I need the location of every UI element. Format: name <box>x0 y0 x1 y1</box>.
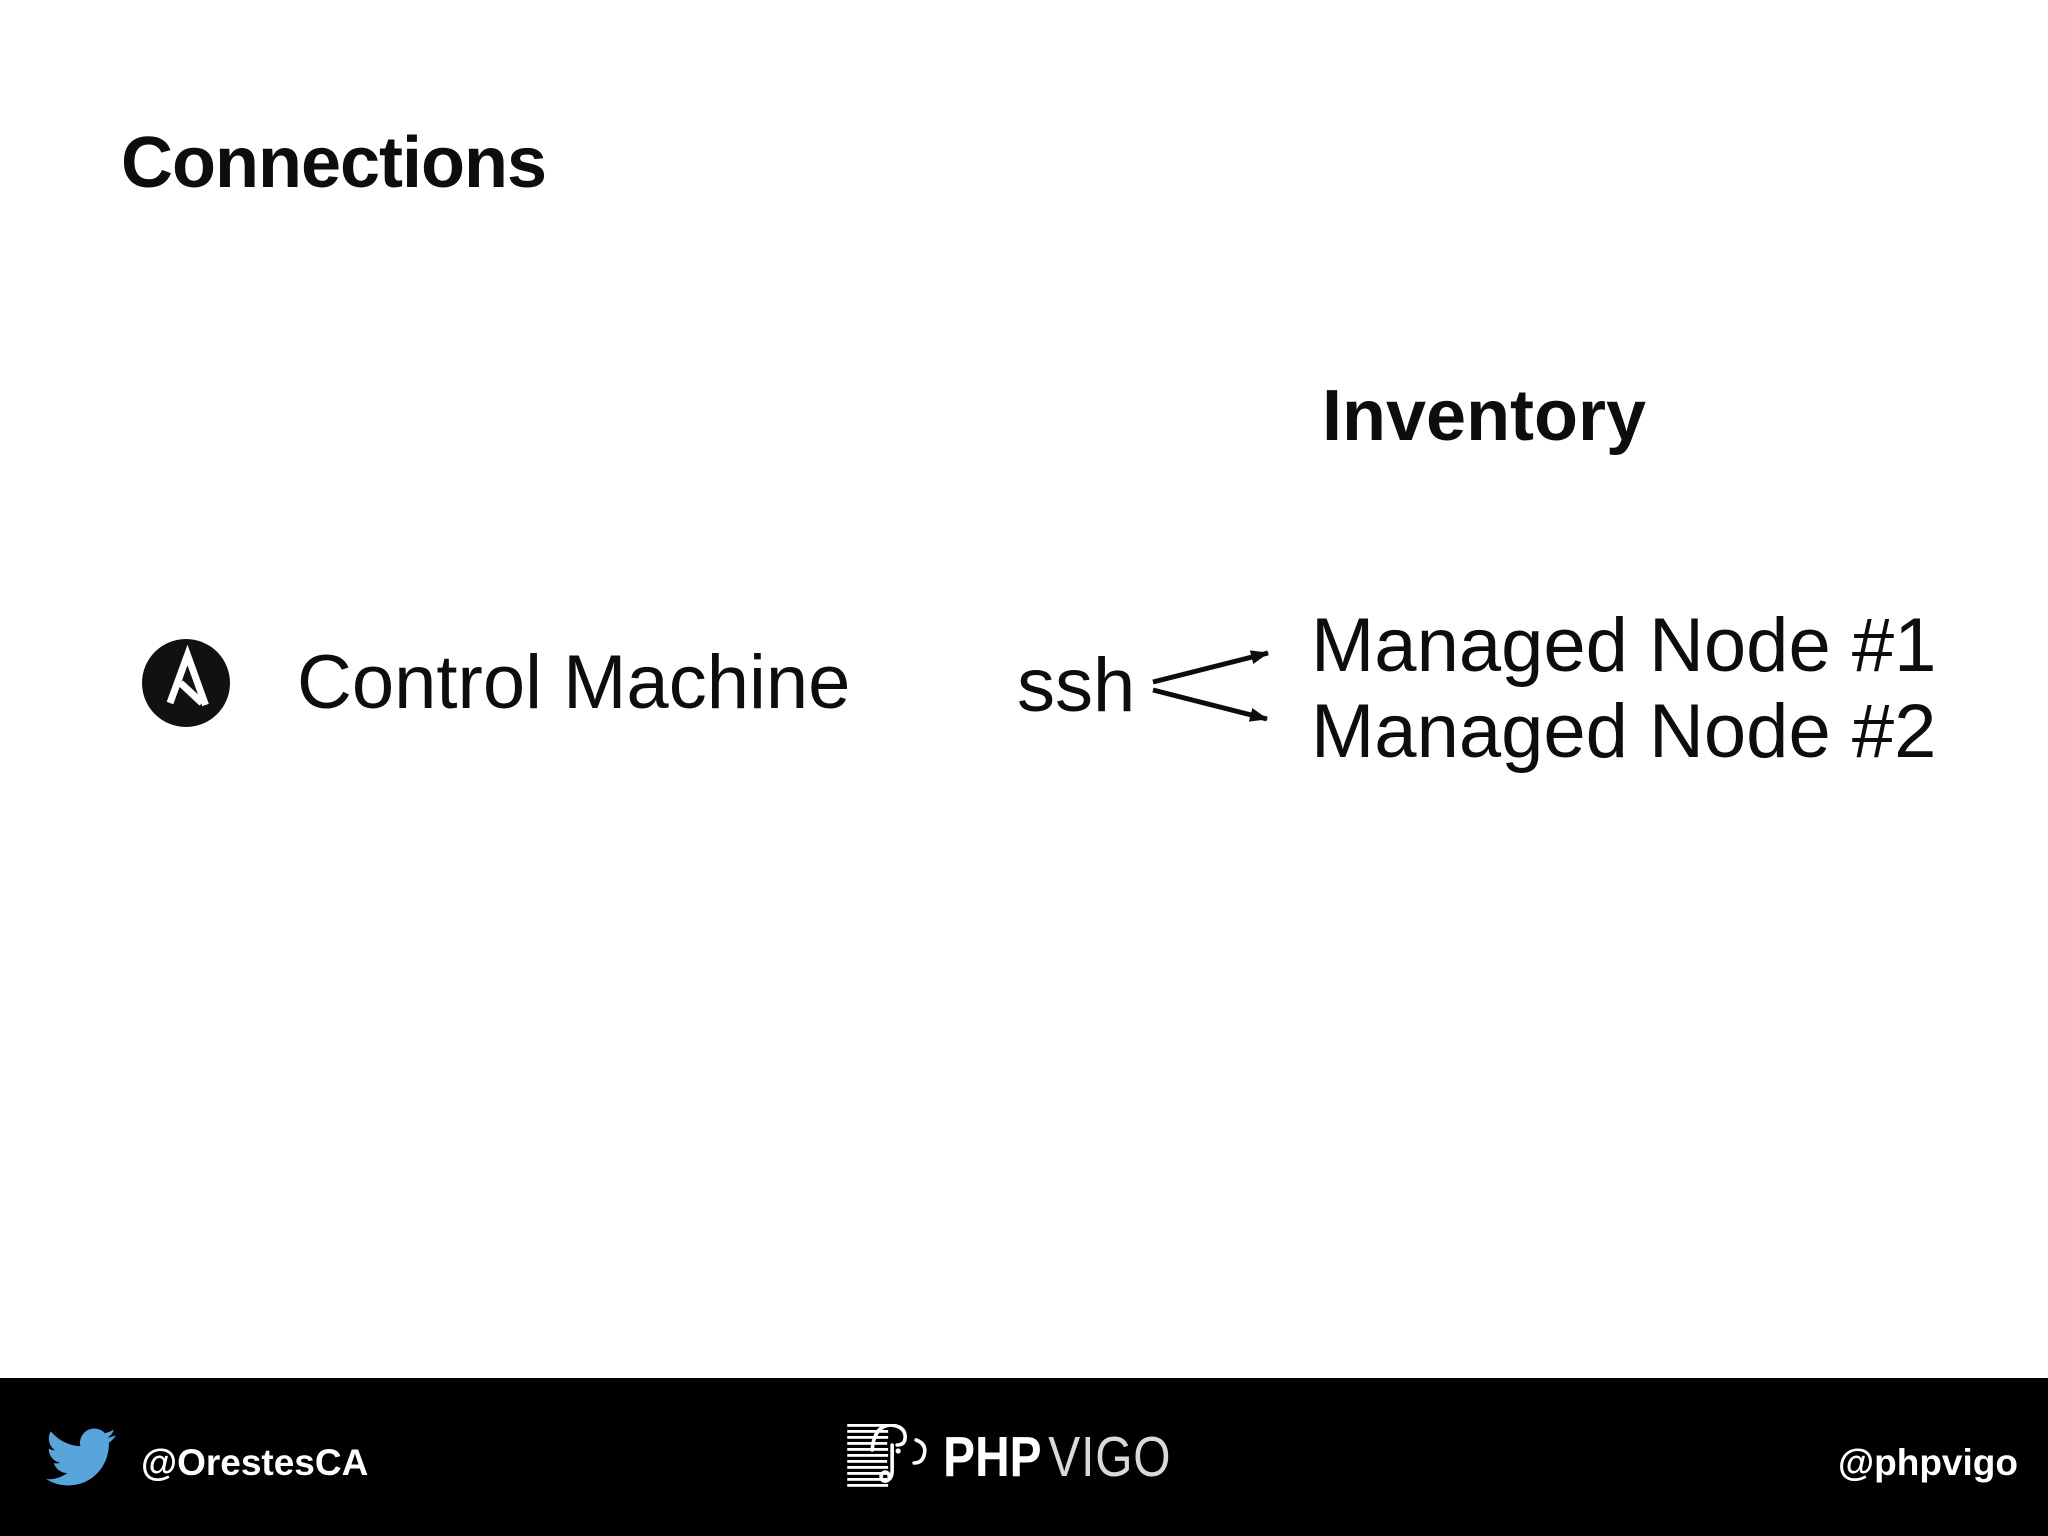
slide-title: Connections <box>121 123 547 203</box>
brand-php: PHP <box>943 1424 1042 1489</box>
managed-nodes-list: Managed Node #1 Managed Node #2 <box>1311 603 1936 775</box>
footer-bar: @OrestesCA <box>0 1378 2048 1536</box>
ssh-arrow-upper <box>1152 650 1269 685</box>
footer-left-handle: @OrestesCA <box>141 1441 369 1483</box>
footer-left-group: @OrestesCA <box>38 1422 368 1492</box>
managed-node-1: Managed Node #1 <box>1311 603 1937 688</box>
managed-node-2: Managed Node #2 <box>1311 689 1937 774</box>
twitter-bird-icon <box>38 1422 124 1492</box>
brand-vigo: VIGO <box>1048 1424 1172 1489</box>
inventory-heading: Inventory <box>1322 376 1647 456</box>
phpvigo-logo: PHP VIGO <box>847 1424 1215 1490</box>
striped-elephant-logo-icon <box>847 1424 931 1490</box>
ssh-label: ssh <box>1017 643 1136 728</box>
ssh-arrow-lower <box>1152 687 1268 722</box>
phpvigo-wordmark: PHP VIGO <box>943 1424 1172 1489</box>
ssh-arrows <box>1140 636 1290 736</box>
control-machine-label: Control Machine <box>297 640 851 725</box>
footer-right-handle: @phpvigo <box>1838 1441 2018 1483</box>
ansible-logo-icon <box>142 639 230 727</box>
